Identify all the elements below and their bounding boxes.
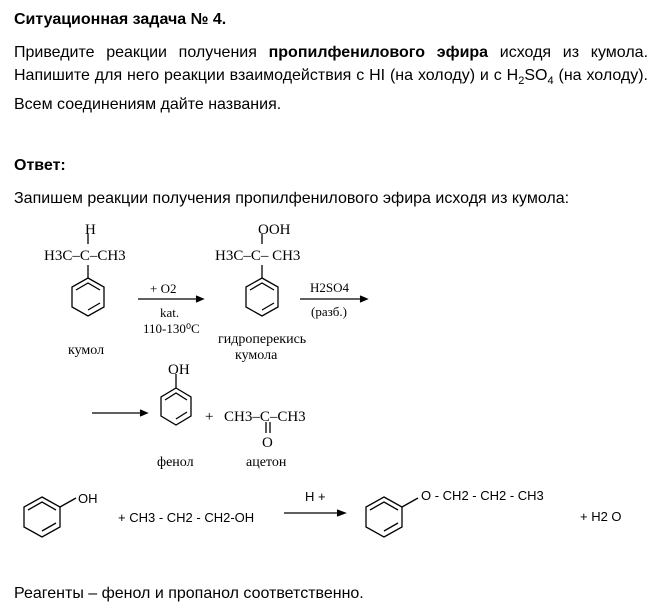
cumene-chain-label: H3C–C–CH3 [44,248,126,264]
task-text: Приведите реакции получения пропилфенило… [14,44,649,114]
hydroperoxide-ooh-label: OOH [258,222,291,238]
ether-chain-label: O - CH2 - CH2 - CH3 [421,488,544,503]
phenol-ring [160,374,192,426]
phenol-oh-label: OH [168,362,190,378]
water-label: + H2 O [580,509,622,524]
step2-reagent: H2SO4 [310,280,350,295]
ether-ring [365,496,419,538]
phenol-ring-2 [23,496,77,538]
plus-sign: + [205,409,213,425]
conclusion: Реагенты – фенол и пропанол соответствен… [14,585,364,602]
acetone-o-label: O [262,435,273,451]
hydroperoxide-chain-label: H3C–C– CH3 [215,248,300,264]
cumene-h-label: H [85,222,96,238]
step2-condition: (разб.) [311,304,347,319]
task-heading: Ситуационная задача № 4. [14,11,227,28]
phenol-oh-label-2: OH [78,491,98,506]
acetone-name: ацетон [246,455,287,470]
propanol-label: + CH3 - CH2 - CH2-OH [118,510,254,525]
hydroperoxide-name-line2: кумола [235,348,278,363]
step1-reagent: + O2 [150,281,176,296]
step1-catalyst: kat. [160,305,179,320]
step1-temperature: 110-130⁰C [143,321,200,336]
answer-label: Ответ: [14,157,66,174]
cumene-name: кумол [68,343,104,358]
acetone-chain-label: CH3–C–CH3 [224,409,306,425]
answer-intro: Запишем реакции получения пропилфенилово… [14,190,570,207]
cumene-ring [71,265,105,317]
phenol-name: фенол [157,455,194,470]
hydroperoxide-name-line1: гидроперекись [218,332,306,347]
hydroperoxide-ring [245,265,279,317]
acid-catalyst-label: H + [305,489,326,504]
